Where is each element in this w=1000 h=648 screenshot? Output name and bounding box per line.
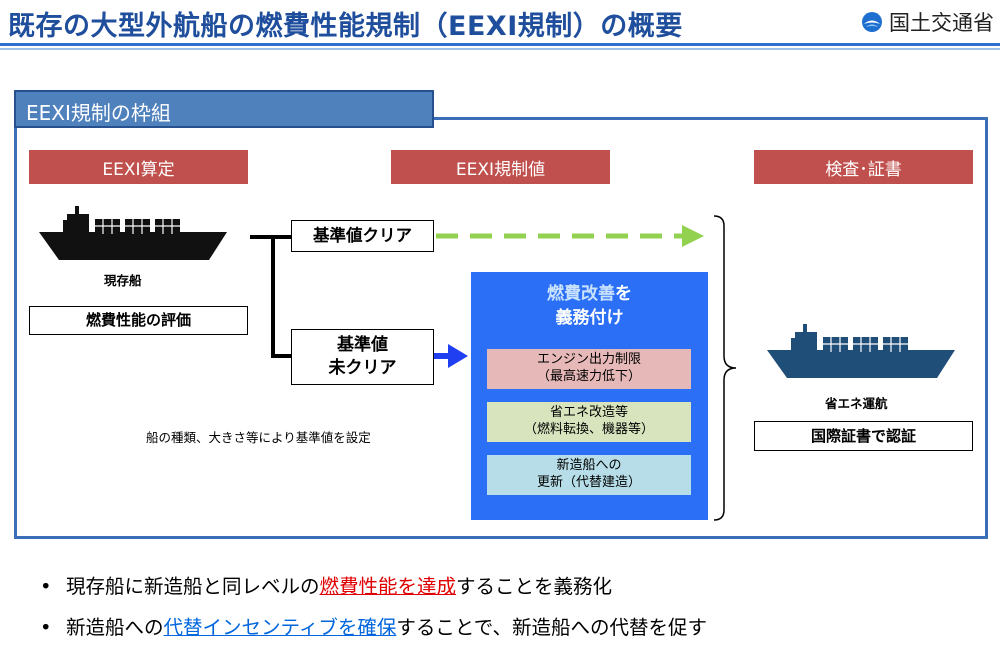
bullet-text: することで、新造船への代替を促す <box>396 616 707 639</box>
not-clear-line2: 未クリア <box>328 358 397 378</box>
green-arrow-head <box>682 225 704 247</box>
column-header-eexi-calc: EEXI算定 <box>29 150 248 184</box>
panel-title-highlight: 燃費改善 <box>547 284 615 304</box>
not-clear-line1: 基準値 <box>337 335 388 356</box>
bullet-text: することを義務化 <box>456 575 613 598</box>
bullet-highlight: 燃費性能を達成 <box>319 575 457 598</box>
option-line2: （最高速力低下） <box>536 369 641 384</box>
option-energy-retrofit: 省エネ改造等（燃料転換、機器等） <box>487 402 691 442</box>
ministry-header: 国土交通省 <box>861 7 994 37</box>
option-line2: （燃料転換、機器等） <box>523 422 654 437</box>
standard-not-clear-box: 基準値 未クリア <box>291 329 434 385</box>
bullet-item: • 新造船への代替インセンティブを確保することで、新造船への代替を促す <box>40 611 707 640</box>
bullet-text: 新造船への <box>66 616 164 639</box>
option-line1: 省エネ改造等 <box>549 405 628 421</box>
column-header-eexi-limit: EEXI規制値 <box>391 150 610 184</box>
title-rule-light <box>0 48 1000 50</box>
ministry-name: 国土交通省 <box>889 11 994 35</box>
container-ship-icon <box>39 206 227 260</box>
option-line1: 新造船への <box>556 458 622 474</box>
column-header-inspection: 検査･証書 <box>754 150 973 184</box>
panel-title-rest: を <box>615 284 632 304</box>
fuel-performance-eval-box: 燃費性能の評価 <box>29 306 248 335</box>
option-engine-power-limit: エンジン出力制限（最高速力低下） <box>487 349 691 389</box>
standard-setting-note: 船の種類、大きさ等により基準値を設定 <box>146 430 371 445</box>
right-curly-brace <box>713 215 737 521</box>
blue-arrow-head <box>448 344 468 368</box>
flow-connectors <box>250 225 704 368</box>
framework-label: EEXI規制の枠組 <box>14 90 434 128</box>
international-certificate-box: 国際証書で認証 <box>754 421 973 451</box>
bullet-highlight: 代替インセンティブを確保 <box>163 616 397 639</box>
panel-title-line2: 義務付け <box>555 308 624 328</box>
title-rule <box>0 43 1000 46</box>
mlit-logo-icon <box>862 12 882 32</box>
option-line2: 更新（代替建造） <box>536 475 641 490</box>
panel-title: 燃費改善を 義務付け <box>471 282 708 330</box>
energy-saving-operation-caption: 省エネ運航 <box>825 396 888 411</box>
option-line1: エンジン出力制限 <box>536 352 641 368</box>
bullet-item: • 現存船に新造船と同レベルの燃費性能を達成することを義務化 <box>40 570 612 599</box>
bullet-dot: • <box>40 575 52 598</box>
page-title: 既存の大型外航船の燃費性能規制（EEXI規制）の概要 <box>8 11 683 42</box>
standard-clear-box: 基準値クリア <box>291 220 434 252</box>
option-new-ship-replacement: 新造船への更新（代替建造） <box>487 455 691 495</box>
bullet-text: 現存船に新造船と同レベルの <box>66 575 320 598</box>
framework-frame <box>14 117 988 539</box>
existing-ship-caption: 現存船 <box>104 273 142 288</box>
bullet-dot: • <box>40 616 52 639</box>
container-ship-icon <box>767 324 955 378</box>
